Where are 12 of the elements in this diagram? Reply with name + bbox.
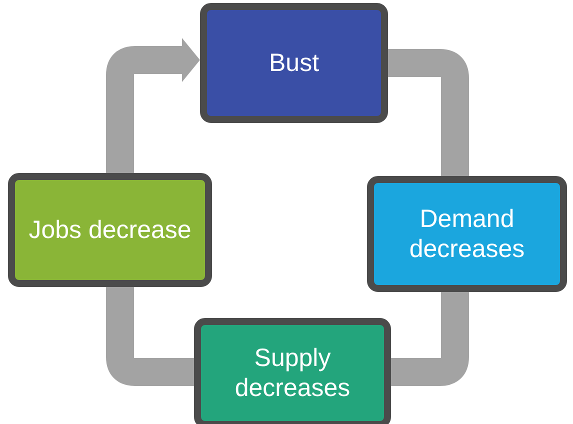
arrow bbox=[106, 38, 200, 174]
process-box bbox=[367, 176, 567, 292]
connector bbox=[106, 286, 195, 386]
box-label: Bust bbox=[268, 48, 320, 78]
connector bbox=[387, 49, 469, 177]
box-label: Supply decreases bbox=[234, 343, 352, 403]
box-label: Demand decreases bbox=[408, 204, 526, 264]
process-box bbox=[200, 3, 388, 123]
process-box bbox=[194, 318, 391, 424]
connector bbox=[391, 291, 469, 386]
box-label: Jobs decrease bbox=[28, 215, 192, 245]
process-box bbox=[8, 173, 212, 287]
